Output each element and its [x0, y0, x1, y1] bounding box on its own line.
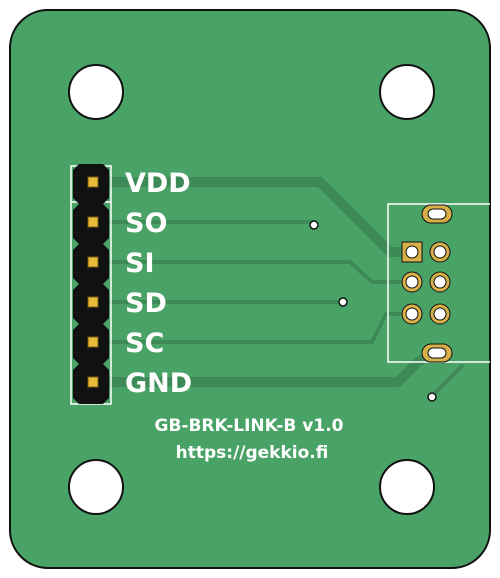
connector-slot-bottom-hole [427, 347, 447, 359]
pin-sc [87, 336, 99, 348]
connector-slot-top-hole [427, 208, 447, 220]
mounting-hole-bottom-left [68, 459, 124, 515]
pcb-board [9, 9, 491, 569]
connector-pad-1-hole [405, 245, 419, 259]
mounting-hole-top-right [379, 64, 435, 120]
pin-labels: VDD SO SI SD SC GND [125, 168, 192, 399]
pin-label-sd: SD [125, 288, 167, 319]
pin-label-si: SI [125, 248, 155, 279]
board-name: GB-BRK-LINK-B v1.0 [155, 416, 344, 436]
pin-gnd [87, 376, 99, 388]
trace-si [98, 260, 414, 284]
trace-sc [98, 312, 414, 344]
pin-label-so: SO [125, 208, 167, 239]
trace-vdd [95, 177, 417, 257]
via-so [309, 220, 319, 230]
pin-so [87, 216, 99, 228]
mounting-hole-bottom-right [379, 459, 435, 515]
pin-label-sc: SC [125, 328, 164, 359]
pin-label-gnd: GND [125, 368, 192, 399]
pin-label-vdd: VDD [125, 168, 191, 199]
vias [309, 220, 437, 402]
via-sd [338, 297, 348, 307]
trace-gnd-via [430, 364, 464, 398]
pin-sd [87, 296, 99, 308]
via-gnd [427, 392, 437, 402]
connector-pad-holes [405, 245, 447, 321]
link-connector-footprint [387, 203, 490, 363]
mounting-holes [68, 64, 435, 515]
pin-header [73, 164, 109, 404]
mounting-hole-top-left [68, 64, 124, 120]
board-url: https://gekkio.fi [176, 443, 329, 463]
pin-si [87, 256, 99, 268]
pin-vdd [87, 176, 99, 188]
